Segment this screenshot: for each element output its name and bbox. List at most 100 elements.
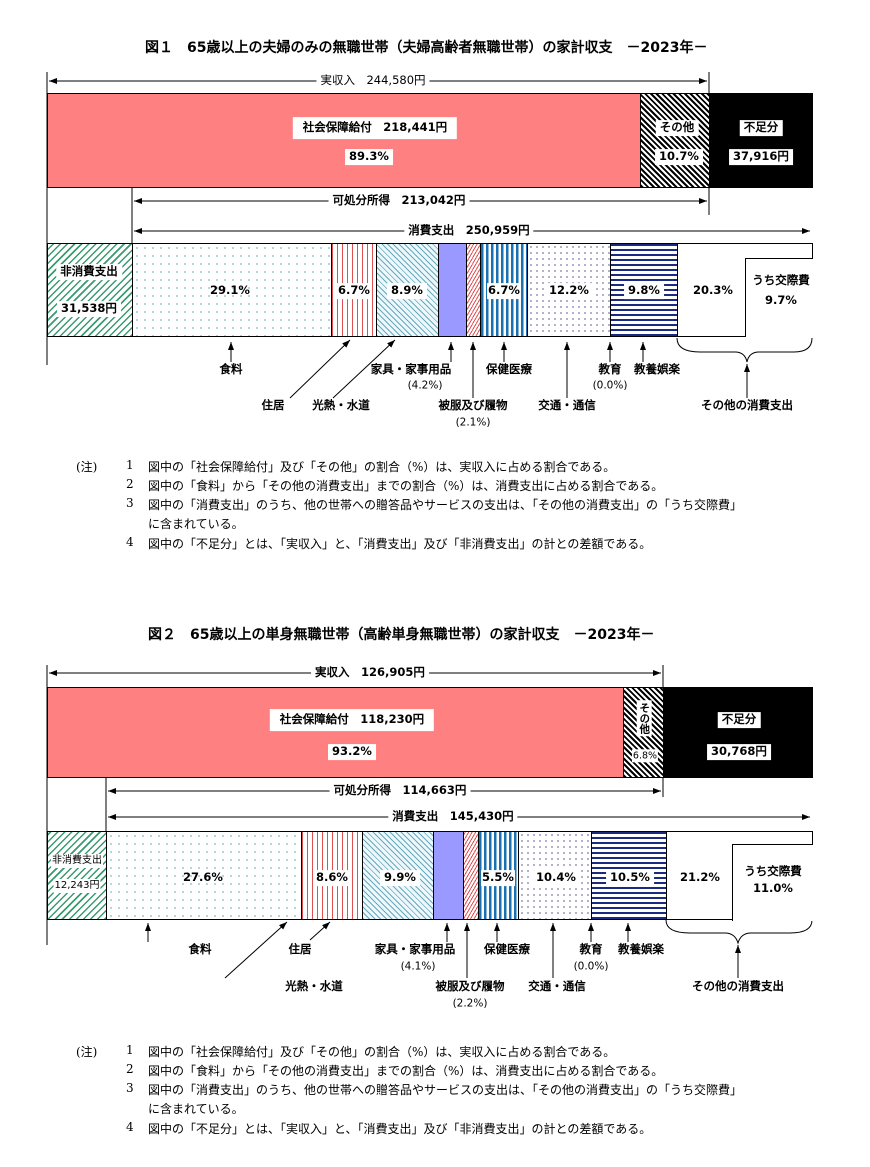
label-food: 食料 [219, 362, 243, 377]
label-clothing-pct: (2.2%) [452, 997, 488, 1010]
other-income-label: その他 [636, 700, 652, 736]
label-recreation: 教養娯楽 [618, 942, 664, 957]
medical-pct: 6.7% [487, 283, 521, 299]
notes-head: (注) [76, 1045, 98, 1059]
label-clothing-pct: (2.1%) [455, 416, 491, 429]
label-education-pct: (0.0%) [573, 960, 609, 973]
other-consumption-pct: 21.2% [680, 870, 720, 885]
non-consumption-segment [48, 832, 107, 919]
transport-pct: 12.2% [545, 283, 593, 299]
social-security-segment [48, 688, 624, 777]
furniture-segment [439, 244, 467, 336]
label-furniture-pct: (4.1%) [400, 960, 436, 973]
social-security-pct: 93.2% [328, 744, 376, 760]
social-expense-pct: 11.0% [753, 881, 793, 896]
furniture-segment [434, 832, 464, 919]
note-number: 4 [126, 1120, 134, 1134]
consumption-label: 消費支出 250,959円 [404, 223, 534, 239]
label-food: 食料 [188, 942, 212, 957]
social-expense-box [745, 258, 813, 337]
food-pct: 27.6% [183, 870, 223, 885]
recreation-pct: 10.5% [606, 870, 654, 886]
social-expense-label: うち交際費 [744, 864, 802, 879]
housing-pct: 8.6% [315, 870, 349, 886]
note-text: 図中の「不足分」とは、「実収入」と、「消費支出」及び「非消費支出」の計との差額で… [148, 537, 652, 551]
notes-head: (注) [76, 460, 98, 474]
label-education: 教育 [598, 362, 622, 377]
deficit-label: 不足分 [739, 120, 783, 136]
medical-pct: 5.5% [481, 870, 515, 886]
note-number: 3 [126, 1081, 134, 1095]
disposable-income-label: 可処分所得 213,042円 [328, 193, 470, 209]
consumption-label: 消費支出 145,430円 [388, 809, 518, 825]
deficit-value: 37,916円 [729, 149, 793, 165]
label-medical: 保健医療 [486, 362, 532, 377]
non-consumption-label: 非消費支出 [56, 264, 122, 280]
income-bar [47, 93, 813, 188]
food-segment [107, 832, 302, 919]
label-transport: 交通・通信 [538, 398, 596, 413]
income-label: 実収入 244,580円 [316, 73, 430, 89]
other-consumption-pct: 20.3% [693, 283, 733, 298]
deficit-label: 不足分 [717, 712, 761, 728]
label-other-consumption: その他の消費支出 [692, 979, 784, 994]
deficit-value: 30,768円 [707, 744, 771, 760]
clothing-segment [464, 832, 479, 919]
clothing-segment [467, 244, 481, 336]
label-utilities: 光熱・水道 [285, 979, 343, 994]
label-education: 教育 [579, 942, 603, 957]
figure-title: 図１ 65歳以上の夫婦のみの無職世帯（夫婦高齢者無職世帯）の家計収支 －2023… [145, 40, 708, 56]
note-text: 図中の「不足分」とは、「実収入」と、「消費支出」及び「非消費支出」の計との差額で… [148, 1122, 652, 1136]
note-number: 1 [126, 1043, 134, 1057]
disposable-income-label: 可処分所得 114,663円 [329, 783, 471, 799]
label-furniture: 家具・家事用品 [374, 942, 456, 957]
other-income-label: その他 [655, 120, 699, 136]
other-income-segment [641, 94, 710, 187]
note-text: に含まれている。 [148, 517, 244, 531]
note-text: 図中の「消費支出」のうち、他の世帯への贈答品やサービスの支出は、「その他の消費支… [148, 1083, 743, 1097]
note-text: 図中の「食料」から「その他の消費支出」までの割合（%）は、消費支出に占める割合で… [148, 1064, 664, 1078]
housing-pct: 6.7% [337, 283, 371, 299]
note-number: 2 [126, 1062, 134, 1076]
non-consumption-label: 非消費支出 [51, 854, 103, 868]
income-bar [47, 687, 813, 778]
social-expense-pct: 9.7% [765, 293, 797, 308]
label-recreation: 教養娯楽 [634, 362, 680, 377]
note-text: に含まれている。 [148, 1102, 244, 1116]
note-number: 1 [126, 458, 134, 472]
label-housing: 住居 [288, 942, 312, 957]
social-security-label: 社会保障給付 218,441円 [292, 117, 458, 139]
recreation-pct: 9.8% [624, 283, 664, 299]
food-segment [133, 244, 332, 336]
social-expense-label: うち交際費 [752, 273, 810, 288]
label-furniture-pct: (4.2%) [407, 379, 443, 392]
transport-pct: 10.4% [532, 870, 580, 886]
food-pct: 29.1% [210, 283, 250, 298]
non-consumption-value: 12,243円 [53, 879, 101, 893]
note-number: 4 [126, 535, 134, 549]
label-transport: 交通・通信 [528, 979, 586, 994]
utilities-pct: 8.9% [387, 283, 427, 299]
social-security-label: 社会保障給付 118,230円 [269, 709, 435, 731]
other-income-pct: 10.7% [655, 149, 703, 165]
other-income-pct: 6.8% [631, 749, 659, 763]
social-expense-box [732, 844, 813, 921]
label-furniture: 家具・家事用品 [370, 362, 452, 377]
note-text: 図中の「社会保障給付」及び「その他」の割合（%）は、実収入に占める割合である。 [148, 460, 616, 474]
social-security-segment [48, 94, 641, 187]
label-clothing: 被服及び履物 [438, 398, 508, 413]
non-consumption-value: 31,538円 [57, 301, 121, 317]
label-education-pct: (0.0%) [592, 379, 628, 392]
note-text: 図中の「食料」から「その他の消費支出」までの割合（%）は、消費支出に占める割合で… [148, 479, 664, 493]
non-consumption-segment [48, 244, 133, 336]
note-number: 3 [126, 496, 134, 510]
label-utilities: 光熱・水道 [312, 398, 370, 413]
deficit-segment [710, 94, 812, 187]
income-label: 実収入 126,905円 [311, 665, 429, 681]
label-medical: 保健医療 [484, 942, 530, 957]
label-clothing: 被服及び履物 [435, 979, 505, 994]
label-other-consumption: その他の消費支出 [701, 398, 793, 413]
deficit-segment [664, 688, 812, 777]
note-text: 図中の「消費支出」のうち、他の世帯への贈答品やサービスの支出は、「その他の消費支… [148, 498, 743, 512]
